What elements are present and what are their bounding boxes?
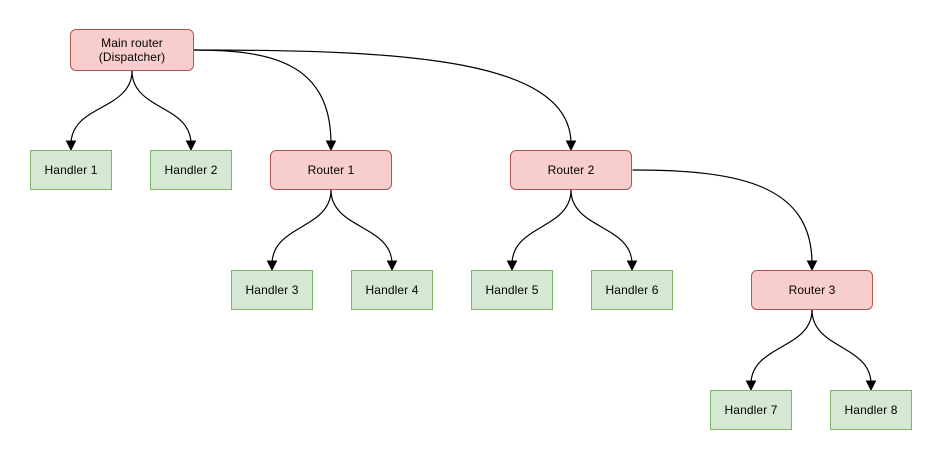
arrowhead-icon-router-2 xyxy=(565,140,577,152)
edge-router-1-to-handler-4 xyxy=(330,189,393,265)
node-router-2[interactable]: Router 2 xyxy=(510,150,632,190)
node-handler-8[interactable]: Handler 8 xyxy=(830,390,912,430)
node-handler-6[interactable]: Handler 6 xyxy=(591,270,673,310)
arrowhead-icon-handler-3 xyxy=(266,260,278,272)
node-router-1[interactable]: Router 1 xyxy=(270,150,392,190)
edge-main-router-to-handler-1 xyxy=(70,70,133,145)
arrowhead-icon-handler-7 xyxy=(745,380,757,392)
node-handler-7[interactable]: Handler 7 xyxy=(710,390,792,430)
node-handler-4[interactable]: Handler 4 xyxy=(351,270,433,310)
arrowhead-icon-handler-2 xyxy=(185,140,197,152)
arrowhead-icon-handler-1 xyxy=(65,140,77,152)
edge-router-1-to-handler-3 xyxy=(271,189,332,265)
edge-router-2-to-handler-6 xyxy=(570,189,633,265)
arrowhead-icon-router-3 xyxy=(806,260,818,272)
edge-main-router-to-router-2 xyxy=(193,49,572,145)
edge-paths-group xyxy=(70,49,872,385)
edge-main-router-to-handler-2 xyxy=(131,70,192,145)
node-handler-2[interactable]: Handler 2 xyxy=(150,150,232,190)
arrowhead-icon-handler-6 xyxy=(626,260,638,272)
arrowhead-icon-handler-5 xyxy=(506,260,518,272)
edge-main-router-to-router-1 xyxy=(193,49,332,145)
arrowhead-icon-handler-8 xyxy=(865,380,877,392)
edge-router-2-to-router-3 xyxy=(632,169,813,265)
node-handler-5[interactable]: Handler 5 xyxy=(471,270,553,310)
node-handler-1[interactable]: Handler 1 xyxy=(30,150,112,190)
node-router-3[interactable]: Router 3 xyxy=(751,270,873,310)
edge-router-2-to-handler-5 xyxy=(511,189,572,265)
node-main-router[interactable]: Main router (Dispatcher) xyxy=(70,29,194,71)
arrowhead-icon-router-1 xyxy=(325,140,337,152)
edge-router-3-to-handler-8 xyxy=(811,309,872,385)
node-handler-3[interactable]: Handler 3 xyxy=(231,270,313,310)
arrowhead-icon-handler-4 xyxy=(386,260,398,272)
edge-router-3-to-handler-7 xyxy=(750,309,813,385)
